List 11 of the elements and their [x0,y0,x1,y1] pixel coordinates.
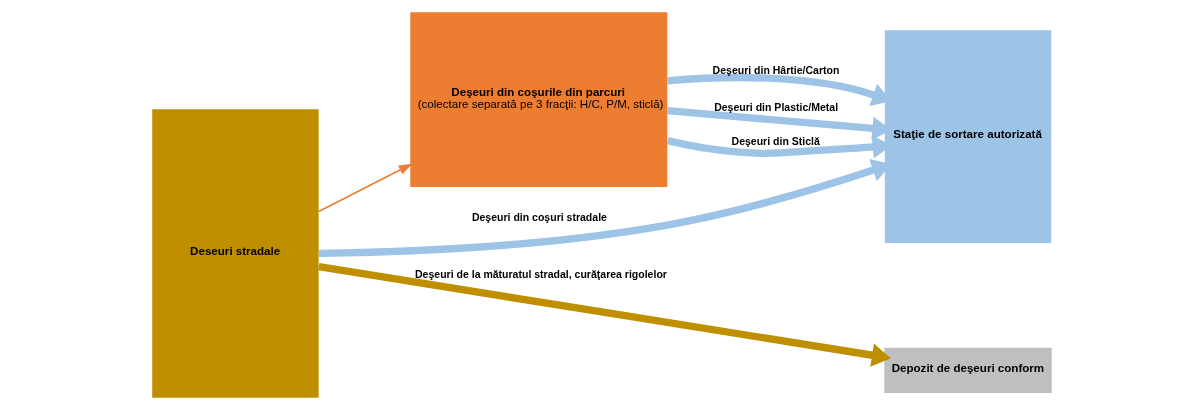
edge-label: Deşeuri din Sticlă [731,134,820,147]
edge-label: Deşeuri de la măturatul stradal, curăţarea rigolelor [414,267,667,280]
node-box: Deseuri stradale [151,109,319,398]
node-box: Deşeuri din coşurile din parcuri (colectare separată pe 3 fracţii: H/C, P/M, sticlă) [409,12,667,188]
node-box: Staţie de sortare autorizată [884,30,1051,243]
edge-label: Deşeuri din coşuri stradale [471,210,607,223]
edge-label: Deşeuri din Plastic/Metal [713,101,838,114]
arrow [317,263,891,367]
arrow [317,163,412,213]
edge-label: Deşeuri din Hârtie/Carton [712,64,839,77]
node-box: Depozit de deşeuri conform [883,347,1052,394]
